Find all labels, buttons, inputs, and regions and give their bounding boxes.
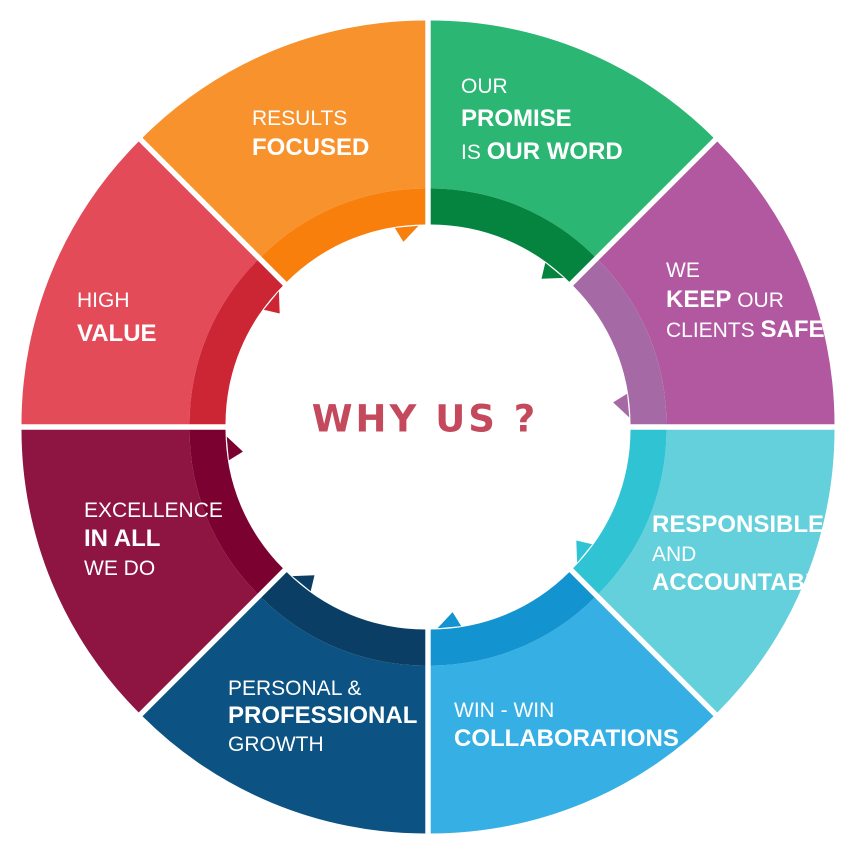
segment-outer-our-promise [598, 141, 835, 425]
label-run: AND [652, 543, 696, 566]
segments-ring [21, 20, 835, 834]
segment-outer-personal-professional-growth [21, 429, 258, 713]
segment-label-excellence-in-all: EXCELLENCE IN ALL WE DO [84, 499, 223, 580]
segment-tooth-keep-clients-safe [576, 540, 593, 563]
label-run: CLIENTS [666, 319, 761, 342]
label-run: WE DO [84, 557, 155, 580]
segment-label-results-focused: RESULTS FOCUSED [252, 107, 369, 161]
label-run: OUR [731, 289, 784, 312]
segment-outer-results-focused [430, 20, 714, 257]
segment-tooth-our-promise [613, 393, 630, 418]
segment-outer-high-value [142, 20, 426, 257]
segment-excellence-in-all [21, 141, 283, 425]
label-run: EXCELLENCE [84, 499, 223, 522]
label-run: OUR [461, 75, 508, 98]
label-run: RESULTS [252, 107, 347, 130]
center-title: WHY US ? [312, 398, 539, 441]
segment-outer-responsible-accountable [430, 597, 714, 834]
label-run: PROFESSIONAL [228, 702, 417, 729]
label-run: SAFE [761, 316, 825, 343]
label-run: OUR WORD [487, 138, 623, 165]
segment-label-win-win-collaborations: WIN - WIN COLLABORATIONS [454, 699, 679, 752]
segment-tooth-win-win-collaborations [292, 575, 315, 592]
segment-inner-personal-professional-growth [189, 429, 283, 594]
segment-outer-keep-clients-safe [598, 429, 835, 713]
segment-inner-keep-clients-safe [573, 429, 667, 594]
segment-inner-results-focused [430, 188, 595, 282]
label-run: RESPONSIBLE [652, 511, 824, 538]
label-run: PROMISE [461, 105, 572, 132]
label-run: ACCOUNTABLE [652, 569, 836, 596]
segment-tooth-results-focused [541, 262, 564, 279]
segment-label-high-value: HIGH VALUE [77, 289, 157, 347]
segment-personal-professional-growth [21, 429, 283, 713]
segment-tooth-high-value [394, 225, 419, 242]
segment-tooth-excellence-in-all [263, 291, 280, 314]
label-run: VALUE [77, 320, 157, 347]
segment-label-responsible-accountable: RESPONSIBLE AND ACCOUNTABLE [652, 511, 836, 596]
segment-label-our-promise: OUR PROMISE IS OUR WORD [461, 75, 623, 165]
label-run: WE [666, 259, 700, 282]
segment-label-personal-professional-growth: PERSONAL &PROFESSIONAL GROWTH [228, 677, 417, 756]
segment-outer-win-win-collaborations [142, 597, 426, 834]
segment-inner-our-promise [573, 260, 667, 425]
label-run: HIGH [77, 289, 130, 312]
segment-tooth-responsible-accountable [437, 612, 462, 629]
label-run: GROWTH [228, 733, 324, 756]
segment-results-focused [430, 20, 714, 282]
segment-our-promise [573, 141, 835, 425]
segment-win-win-collaborations [142, 572, 426, 834]
label-run: IN ALL [84, 525, 160, 552]
segment-inner-high-value [261, 188, 426, 282]
label-run: PERSONAL & [228, 677, 361, 700]
segment-high-value [142, 20, 426, 282]
label-run: FOCUSED [252, 134, 369, 161]
segment-labels: RESULTS FOCUSED OUR PROMISE IS OUR WORD WE KEE… [77, 75, 836, 756]
label-run: WIN - WIN [454, 699, 554, 722]
segment-responsible-accountable [430, 572, 714, 834]
label-run: KEEP [666, 286, 731, 313]
segment-inner-win-win-collaborations [261, 572, 426, 666]
segment-inner-excellence-in-all [189, 260, 283, 425]
segment-keep-clients-safe [573, 429, 835, 713]
segment-inner-responsible-accountable [430, 572, 595, 666]
label-run: IS [461, 141, 487, 164]
segment-tooth-personal-professional-growth [226, 436, 243, 461]
label-run: COLLABORATIONS [454, 725, 679, 752]
segment-label-keep-clients-safe: WE KEEP OUR CLIENTS SAFE [666, 259, 825, 343]
segment-outer-excellence-in-all [21, 141, 258, 425]
